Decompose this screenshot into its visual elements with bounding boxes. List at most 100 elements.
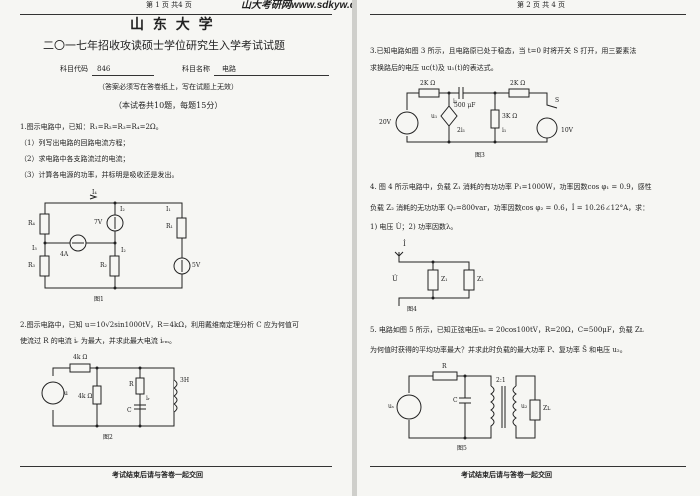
fig1-label-r4: R₄: [28, 220, 35, 227]
resistor-r1: [176, 217, 187, 239]
current-arrow: [394, 251, 404, 257]
dependent-source-2i1: [440, 105, 458, 127]
subject-underline: [214, 75, 329, 76]
subject-name-label: 科目名称: [182, 65, 210, 73]
figure-3-circuit: [395, 87, 558, 144]
page-footer: 考试结束后请与答卷一起交回: [461, 470, 552, 479]
q5-line1: 5. 电路如图 5 所示，已知正弦电压uₛ = 20cos100tV，R=20Ω…: [370, 326, 644, 334]
fig5-label-r: R: [442, 363, 447, 370]
q1-sub2: （2）求电路中各支路流过的电流；: [20, 155, 130, 163]
answer-notice: （答案必须写在答卷纸上，写在试题上无效）: [98, 83, 238, 91]
q4-line3: 1) 电压 U̇；2) 功率因数λ。: [370, 223, 458, 231]
code-underline: [92, 75, 154, 76]
fig4-label-i: İ: [403, 240, 406, 248]
figure-1-caption: 图1: [94, 296, 104, 303]
q1-stem: 1.图示电路中，已知：R₁=R₂=R₃=R₄=2Ω。: [20, 123, 163, 131]
fig1-label-i2: I₂: [121, 247, 126, 254]
fig1-label-5v: 5V: [192, 262, 201, 269]
fig3-label-3k: 3K Ω: [502, 113, 518, 120]
figure-2-caption: 图2: [103, 434, 113, 441]
fig5-label-ratio: 2:1: [496, 377, 506, 384]
fig4-label-u: U̇: [392, 275, 398, 283]
i4-arrow: [89, 194, 98, 200]
university-name: 山 东 大 学: [130, 17, 215, 33]
subject-code-label: 科目代码: [60, 65, 88, 73]
exam-page-2: 第 2 页 共 4 页 3.已知电路如图 3 所示，且电路原已处于稳态，当 t=…: [357, 0, 700, 496]
fig3-label-i1: i₁: [502, 127, 507, 134]
fig1-label-r3: R₃: [28, 262, 35, 269]
transformer-secondary: [512, 385, 517, 428]
resistor-4k-series: [69, 363, 91, 373]
load-zl: [529, 399, 541, 421]
resistor-r2: [109, 255, 120, 277]
fig2-label-4k-series: 4k Ω: [73, 354, 88, 361]
fig3-label-s: S: [555, 97, 560, 104]
voltage-source-u: [41, 381, 65, 405]
fig3-label-20v: 20V: [379, 119, 391, 126]
page-number: 第 1 页 共4 页: [146, 1, 192, 9]
fig1-label-4a: 4A: [60, 251, 69, 258]
fig3-label-2k-left: 2K Ω: [420, 80, 436, 87]
voltage-source-10v: [536, 117, 558, 139]
fig2-label-ir: iᵣ: [146, 395, 151, 402]
fig5-label-c: C: [453, 397, 458, 404]
q2-line2: 使流过 R 的电流 iᵣ 为最大，并求此最大电流 iᵣₘ。: [20, 337, 177, 345]
figure-1-circuit: [39, 194, 191, 290]
fig1-label-i3: I₃: [32, 245, 37, 252]
fig3-label-500uf: 500 μF: [454, 102, 476, 109]
fig3-label-u1: u₁: [431, 113, 438, 120]
fig1-label-i4: I₄: [92, 189, 97, 196]
voltage-source-us: [396, 394, 422, 420]
fig1-label-i2-top: I₂: [120, 206, 125, 213]
fig1-label-7v: 7V: [94, 219, 103, 226]
header-rule: [370, 14, 686, 15]
inductor-3h: [173, 379, 178, 413]
q1-sub1: （1）列写出电路的回路电流方程；: [20, 139, 130, 147]
resistor-r: [432, 371, 458, 381]
fig5-label-us: uₛ: [388, 403, 394, 410]
figure-4-circuit: [394, 251, 475, 306]
q2-line1: 2.图示电路中，已知 u＝10√2sin1000tV，R＝4kΩ，利用戴维南定理…: [20, 321, 299, 329]
header-rule: [20, 14, 332, 15]
q3-line2: 求换路后的电压 uᴄ(t)及 u₁(t)的表达式。: [370, 64, 498, 72]
q5-line2: 为何值时获得的平均功率最大？并求此时负载的最大功率 P、复功率 S̄ 和电压 u…: [370, 346, 627, 354]
figure-5-circuit: [396, 371, 541, 440]
fig2-label-c: C: [127, 407, 132, 414]
page-footer: 考试结束后请与答卷一起交回: [112, 470, 203, 479]
figure-5-caption: 图5: [457, 445, 467, 452]
exam-page-1: 第 1 页 共4 页 山大考研网www.sdkyw.com 山 东 大 学 二〇…: [0, 0, 352, 496]
resistor-4k-shunt: [92, 385, 102, 405]
impedance-z1: [427, 269, 439, 291]
fig4-label-z2: Z₂: [477, 276, 484, 283]
voltage-source-20v: [395, 111, 419, 135]
footer-rule: [370, 466, 686, 467]
fig1-label-r1: R₁: [166, 223, 173, 230]
q1-sub3: （3）计算各电源的功率，并标明是吸收还是发出。: [20, 171, 179, 179]
fig2-label-3h: 3H: [180, 377, 190, 384]
fig4-label-z1: Z₁: [441, 276, 448, 283]
fig2-label-r: R: [129, 381, 134, 388]
q3-line1: 3.已知电路如图 3 所示，且电路原已处于稳态，当 t=0 时将开关 S 打开，…: [370, 47, 637, 55]
q4-line2: 负载 Z₂ 消耗的无功功率 Q₂=800var，功率因数cos φ₂ = 0.6…: [370, 204, 650, 212]
figure-4-caption: 图4: [407, 306, 417, 313]
q4-line1: 4. 图 4 所示电路中，负载 Z₁ 消耗的有功功率 P₁=1000W，功率因数…: [370, 183, 652, 191]
page-gutter: [352, 0, 357, 496]
fig5-label-zl: Zʟ: [543, 405, 551, 412]
exam-summary: （本试卷共10题，每题15分）: [114, 101, 223, 110]
figure-2-circuit: [41, 363, 178, 428]
fig3-label-2k-right: 2K Ω: [510, 80, 526, 87]
fig3-label-2i1: 2i₁: [457, 127, 466, 134]
footer-rule: [20, 466, 332, 467]
fig3-label-10v: 10V: [561, 127, 573, 134]
subject-name-value: 电路: [222, 65, 236, 73]
resistor-r4: [39, 213, 50, 235]
exam-title: 二〇一七年招收攻读硕士学位研究生入学考试试题: [43, 39, 285, 52]
page-number: 第 2 页 共 4 页: [517, 1, 566, 9]
fig5-label-u2: u₂: [521, 403, 528, 410]
impedance-z2: [463, 269, 475, 291]
fig2-label-4k-shunt: 4k Ω: [78, 393, 93, 400]
subject-code-value: 846: [97, 65, 111, 73]
fig2-label-u: u: [64, 390, 68, 397]
transformer-primary: [490, 385, 495, 428]
resistor-r3: [39, 255, 50, 277]
